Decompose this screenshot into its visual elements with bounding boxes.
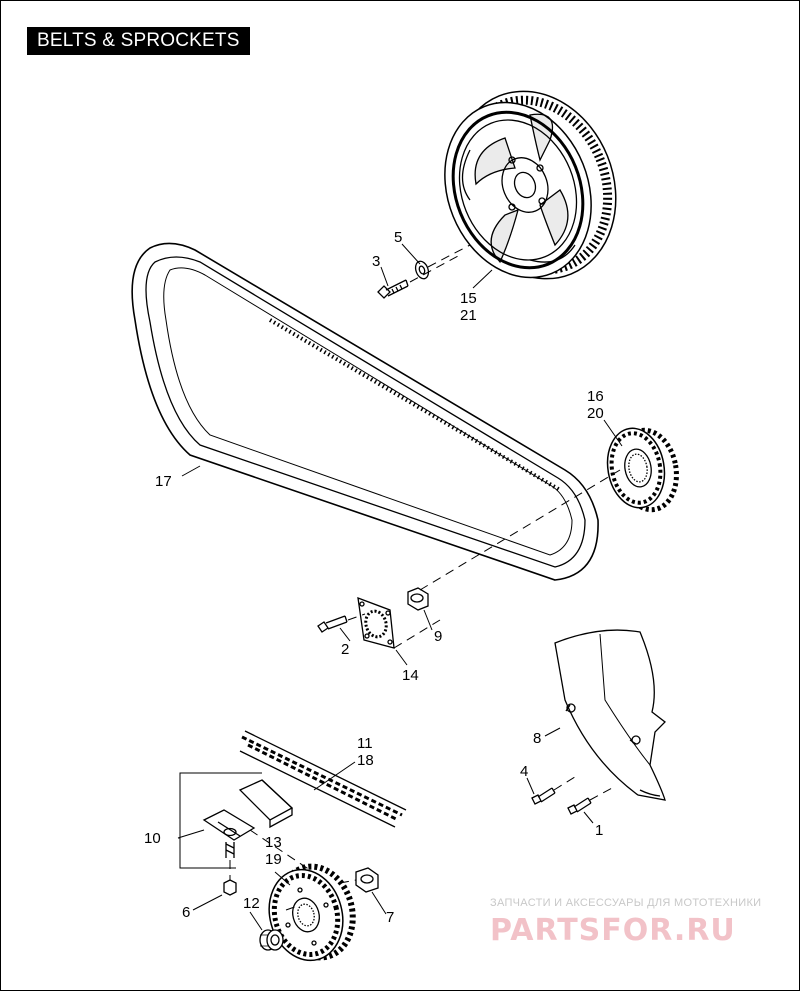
callout-20: 20 — [587, 405, 604, 422]
callout-10: 10 — [144, 830, 161, 847]
callout-15: 15 — [460, 290, 477, 307]
sprocket-spacer-part — [259, 929, 284, 951]
drive-belt-part — [131, 242, 599, 581]
callout-6: 6 — [182, 904, 190, 921]
rear-pulley-part — [444, 90, 617, 280]
cover-screw-1-part — [567, 797, 592, 815]
lock-plate-screw-part — [317, 615, 348, 633]
callout-9: 9 — [434, 628, 442, 645]
callout-7: 7 — [386, 909, 394, 926]
callout-18: 18 — [357, 752, 374, 769]
pulley-bolt-part — [377, 279, 409, 299]
callout-16: 16 — [587, 388, 604, 405]
lock-plate-part — [357, 597, 395, 649]
pulley-washer-part — [414, 260, 430, 280]
chain-adjuster-part — [202, 779, 294, 896]
callout-19: 19 — [265, 851, 282, 868]
primary-chain-part — [239, 730, 407, 828]
callout-2: 2 — [341, 641, 349, 658]
callout-17: 17 — [155, 473, 172, 490]
transmission-sprocket-part — [606, 427, 679, 513]
alignment-lines — [229, 244, 621, 911]
callout-11: 11 — [357, 735, 373, 752]
callout-5: 5 — [394, 229, 402, 246]
watermark-tagline: ЗАПЧАСТИ И АКСЕССУАРЫ ДЛЯ МОТОТЕХНИКИ — [490, 897, 761, 909]
leader-lines — [177, 243, 623, 931]
sprocket-nut-part — [355, 867, 379, 893]
callout-3: 3 — [372, 253, 380, 270]
callout-21: 21 — [460, 307, 477, 324]
callout-13: 13 — [265, 834, 282, 851]
callout-1: 1 — [595, 822, 603, 839]
callout-14: 14 — [402, 667, 419, 684]
watermark-logo: PARTSFOR.RU — [490, 913, 736, 948]
callout-4: 4 — [520, 763, 528, 780]
engine-sprocket-part — [268, 863, 356, 962]
callout-12: 12 — [243, 895, 260, 912]
callout-8: 8 — [533, 730, 541, 747]
pulley-cover-part — [554, 629, 666, 801]
page-title: BELTS & SPROCKETS — [27, 27, 250, 55]
cover-screw-4-part — [531, 787, 556, 805]
lock-nut-part — [407, 587, 429, 611]
